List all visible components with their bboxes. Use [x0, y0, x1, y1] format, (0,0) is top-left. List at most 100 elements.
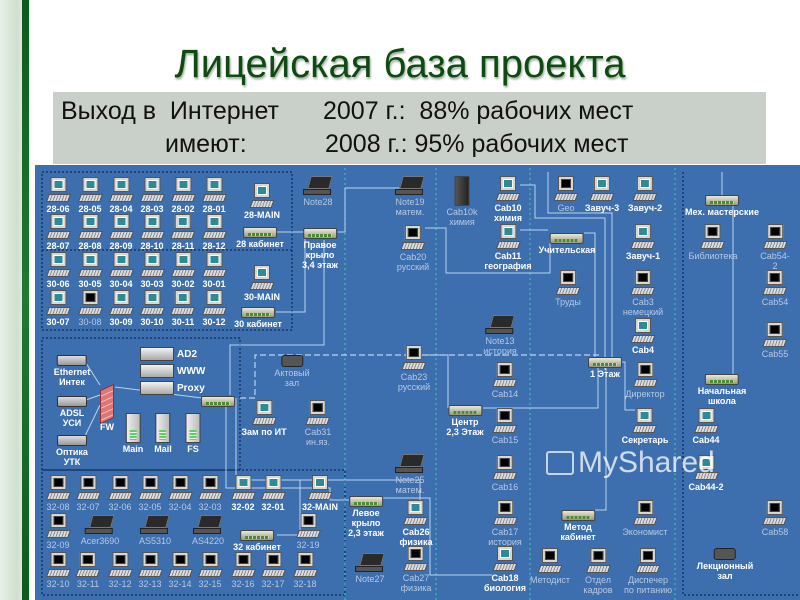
network-node[interactable]: Cab10k химия	[446, 176, 478, 227]
network-node[interactable]: Note27	[355, 553, 385, 584]
network-node[interactable]: 30-11	[170, 290, 196, 327]
network-node[interactable]: Proxy	[140, 381, 205, 395]
network-node[interactable]: Geo	[553, 176, 579, 213]
network-node[interactable]: 32 кабинет	[233, 530, 281, 552]
network-node[interactable]: Cab44	[692, 408, 720, 445]
network-node[interactable]: 32-04	[167, 475, 193, 512]
network-node[interactable]: Cab3 немецкий	[623, 270, 663, 317]
network-node[interactable]: Cab18 биология	[484, 546, 526, 593]
network-node[interactable]: 28-12	[201, 214, 227, 251]
network-node[interactable]: Учительская	[539, 233, 595, 255]
network-node[interactable]: Секретарь	[622, 408, 668, 445]
network-node[interactable]: 28-11	[170, 214, 196, 251]
network-node[interactable]: Экономист	[622, 500, 668, 537]
network-node[interactable]: Cab14	[492, 362, 518, 399]
network-node[interactable]: 32-17	[260, 552, 286, 589]
network-node[interactable]: 30-01	[201, 252, 227, 289]
network-node[interactable]: 28-08	[77, 214, 103, 251]
network-node[interactable]: 32-MAIN	[302, 475, 338, 512]
network-node[interactable]: Cab44-2	[688, 455, 724, 492]
network-node[interactable]: 32-10	[45, 552, 71, 589]
network-node[interactable]: 32-09	[45, 513, 71, 550]
network-node[interactable]: 32-02	[230, 475, 256, 512]
network-node[interactable]: WWW	[140, 364, 205, 378]
network-node[interactable]: Cab11 география	[484, 224, 532, 271]
network-node[interactable]: 32-12	[107, 552, 133, 589]
network-node[interactable]: Начальная школа	[698, 374, 746, 406]
network-node[interactable]: 32-06	[107, 475, 133, 512]
network-node[interactable]: Метод кабинет	[560, 510, 596, 542]
network-node[interactable]: 32-05	[137, 475, 163, 512]
network-node[interactable]: 32-01	[260, 475, 286, 512]
network-node[interactable]: 32-18	[292, 552, 318, 589]
network-node[interactable]: Cab58	[762, 500, 788, 537]
network-node[interactable]: 28-10	[139, 214, 165, 251]
network-node[interactable]: 28-05	[77, 177, 103, 214]
network-node[interactable]: Лекционный зал	[697, 548, 753, 581]
network-node[interactable]: Mail	[154, 413, 172, 454]
network-node[interactable]: Актовый зал	[274, 355, 310, 388]
network-node[interactable]: Cab27 физика	[401, 546, 431, 593]
network-node[interactable]: Note25 матем.	[395, 454, 425, 495]
network-node[interactable]: 30-06	[45, 252, 71, 289]
network-node[interactable]: AD2	[140, 347, 197, 361]
network-node[interactable]: Cab26 физика	[400, 500, 432, 547]
network-node[interactable]: 32-16	[230, 552, 256, 589]
network-node[interactable]: Cab31 ин.яз.	[305, 400, 331, 447]
network-node[interactable]: 32-13	[137, 552, 163, 589]
network-node[interactable]: Note28	[303, 176, 333, 207]
network-node[interactable]: Мех. мастерские	[685, 195, 759, 217]
network-node[interactable]: 28-MAIN	[244, 183, 280, 220]
network-node[interactable]: Библиотека	[689, 224, 737, 261]
network-node[interactable]: Note19 матем.	[395, 176, 425, 217]
network-node[interactable]: 30-07	[45, 290, 71, 327]
network-node[interactable]: 30-05	[77, 252, 103, 289]
network-node[interactable]: 28-02	[170, 177, 196, 214]
network-node[interactable]: 28-01	[201, 177, 227, 214]
network-node[interactable]: Note13 история	[483, 315, 517, 356]
network-node[interactable]: Acer3690	[81, 515, 119, 546]
network-node[interactable]: Cab20 русский	[397, 225, 429, 272]
network-node[interactable]: 1 Этаж	[588, 357, 622, 379]
network-node[interactable]: 28-07	[45, 214, 71, 251]
network-node[interactable]: 32-08	[45, 475, 71, 512]
network-node[interactable]: Cab17 история	[488, 500, 522, 547]
network-node[interactable]: Центр 2,3 Этаж	[446, 405, 484, 437]
network-node[interactable]: Cab55	[762, 322, 788, 359]
network-node[interactable]	[201, 396, 235, 408]
network-node[interactable]: Cab16	[492, 455, 518, 492]
network-node[interactable]: Завуч-2	[628, 176, 662, 213]
network-node[interactable]: 30-08	[77, 290, 103, 327]
network-node[interactable]: Main	[123, 413, 143, 454]
network-node[interactable]: AS5310	[139, 515, 171, 546]
network-node[interactable]: 30-09	[108, 290, 134, 327]
network-node[interactable]: Cab4	[630, 318, 656, 355]
network-node[interactable]: 28-06	[45, 177, 71, 214]
network-node[interactable]: Cab23 русский	[398, 345, 430, 392]
network-node[interactable]: 30-04	[108, 252, 134, 289]
network-node[interactable]: 32-07	[75, 475, 101, 512]
network-node[interactable]: Cab54	[762, 270, 788, 307]
network-node[interactable]: 32-14	[167, 552, 193, 589]
network-node[interactable]: 28 кабинет	[236, 227, 284, 249]
network-node[interactable]: 28-09	[108, 214, 134, 251]
network-node[interactable]: Методист	[530, 548, 570, 585]
network-node[interactable]: 32-19	[295, 513, 321, 550]
network-node[interactable]: Труды	[555, 270, 581, 307]
network-node[interactable]: FW	[100, 383, 114, 432]
network-node[interactable]: 30-12	[201, 290, 227, 327]
network-node[interactable]: Ethernet Интек	[54, 355, 90, 387]
network-node[interactable]: 30-10	[139, 290, 165, 327]
network-node[interactable]: 30-MAIN	[244, 265, 280, 302]
network-node[interactable]: AS4220	[192, 515, 224, 546]
network-node[interactable]: 30-03	[139, 252, 165, 289]
network-node[interactable]: 32-11	[75, 552, 101, 589]
network-node[interactable]: 30 кабинет	[234, 307, 282, 329]
network-node[interactable]: ADSL УСИ	[57, 396, 87, 428]
network-node[interactable]: Директор	[625, 362, 665, 399]
network-node[interactable]: 32-15	[197, 552, 223, 589]
network-node[interactable]: 30-02	[170, 252, 196, 289]
network-node[interactable]: FS	[185, 413, 201, 454]
network-node[interactable]: 28-04	[108, 177, 134, 214]
network-node[interactable]: Диспечер по питанию	[624, 548, 672, 595]
